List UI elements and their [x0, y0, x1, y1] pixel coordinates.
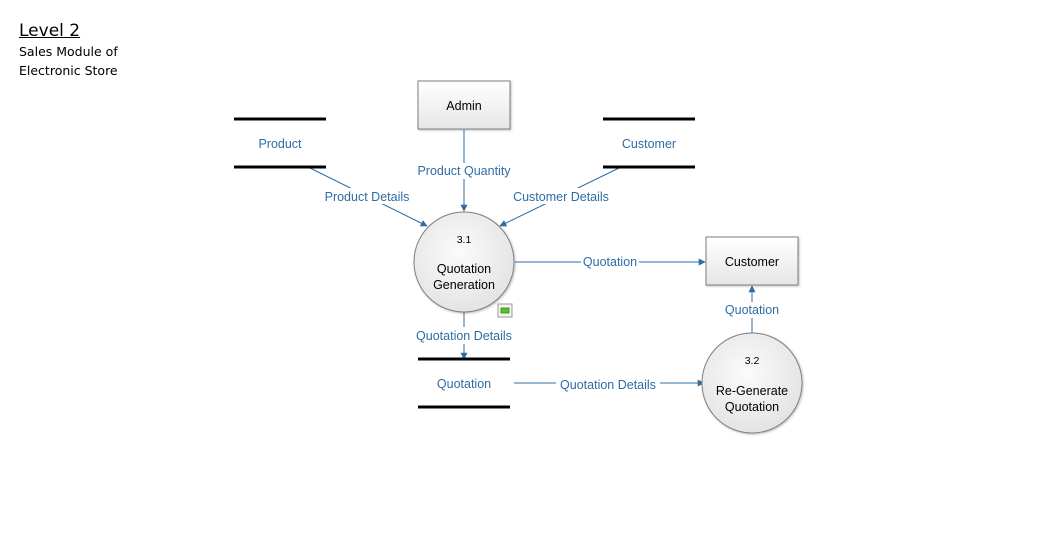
diagram-level-title: Level 2 — [19, 21, 81, 41]
flow-label-product-details-group: Product Details — [320, 188, 414, 204]
process-3-1-label-line2: Generation — [433, 278, 495, 292]
process-3-2: 3.2 Re-Generate Quotation — [701, 332, 803, 434]
flow-label-quotation-up: Quotation — [725, 303, 779, 317]
flow-label-quotation-details-down-group: Quotation Details — [412, 327, 516, 344]
flow-label-customer-details: Customer Details — [513, 190, 609, 204]
diagram-title-block: Level 2 Sales Module of Electronic Store — [19, 21, 118, 80]
store-customer-label: Customer — [622, 137, 676, 151]
flow-label-quotation-details-down: Quotation Details — [416, 329, 512, 343]
entity-customer: Customer — [705, 236, 799, 286]
flow-label-product-quantity-group: Product Quantity — [413, 163, 515, 179]
entity-admin: Admin — [417, 80, 511, 130]
process-3-2-label-line2: Quotation — [725, 400, 779, 414]
process-3-1-label-line1: Quotation — [437, 262, 491, 276]
flow-label-quotation-up-group: Quotation — [722, 302, 782, 318]
diagram-subtitle-line2: Electronic Store — [19, 63, 118, 78]
process-3-1: 3.1 Quotation Generation — [413, 211, 515, 313]
flow-label-quotation-out-group: Quotation — [581, 254, 639, 270]
flow-label-quotation-out: Quotation — [583, 255, 637, 269]
flow-label-product-quantity: Product Quantity — [417, 164, 511, 178]
store-product-label: Product — [258, 137, 302, 151]
entity-admin-label: Admin — [446, 99, 481, 113]
diagram-subtitle-line1: Sales Module of — [19, 44, 118, 59]
store-product: Product — [234, 117, 326, 169]
process-3-1-number: 3.1 — [457, 234, 472, 246]
process-3-2-label-line1: Re-Generate — [716, 384, 788, 398]
flow-label-product-details: Product Details — [325, 190, 410, 204]
store-customer: Customer — [603, 117, 695, 169]
status-indicator-icon — [497, 303, 513, 318]
flow-label-quotation-details-right-group: Quotation Details — [556, 376, 660, 392]
entity-customer-label: Customer — [725, 255, 779, 269]
store-quotation: Quotation — [418, 357, 510, 409]
store-quotation-label: Quotation — [437, 377, 491, 391]
process-3-2-number: 3.2 — [745, 355, 760, 367]
flow-label-quotation-details-right: Quotation Details — [560, 378, 656, 392]
flow-label-customer-details-group: Customer Details — [509, 188, 613, 204]
